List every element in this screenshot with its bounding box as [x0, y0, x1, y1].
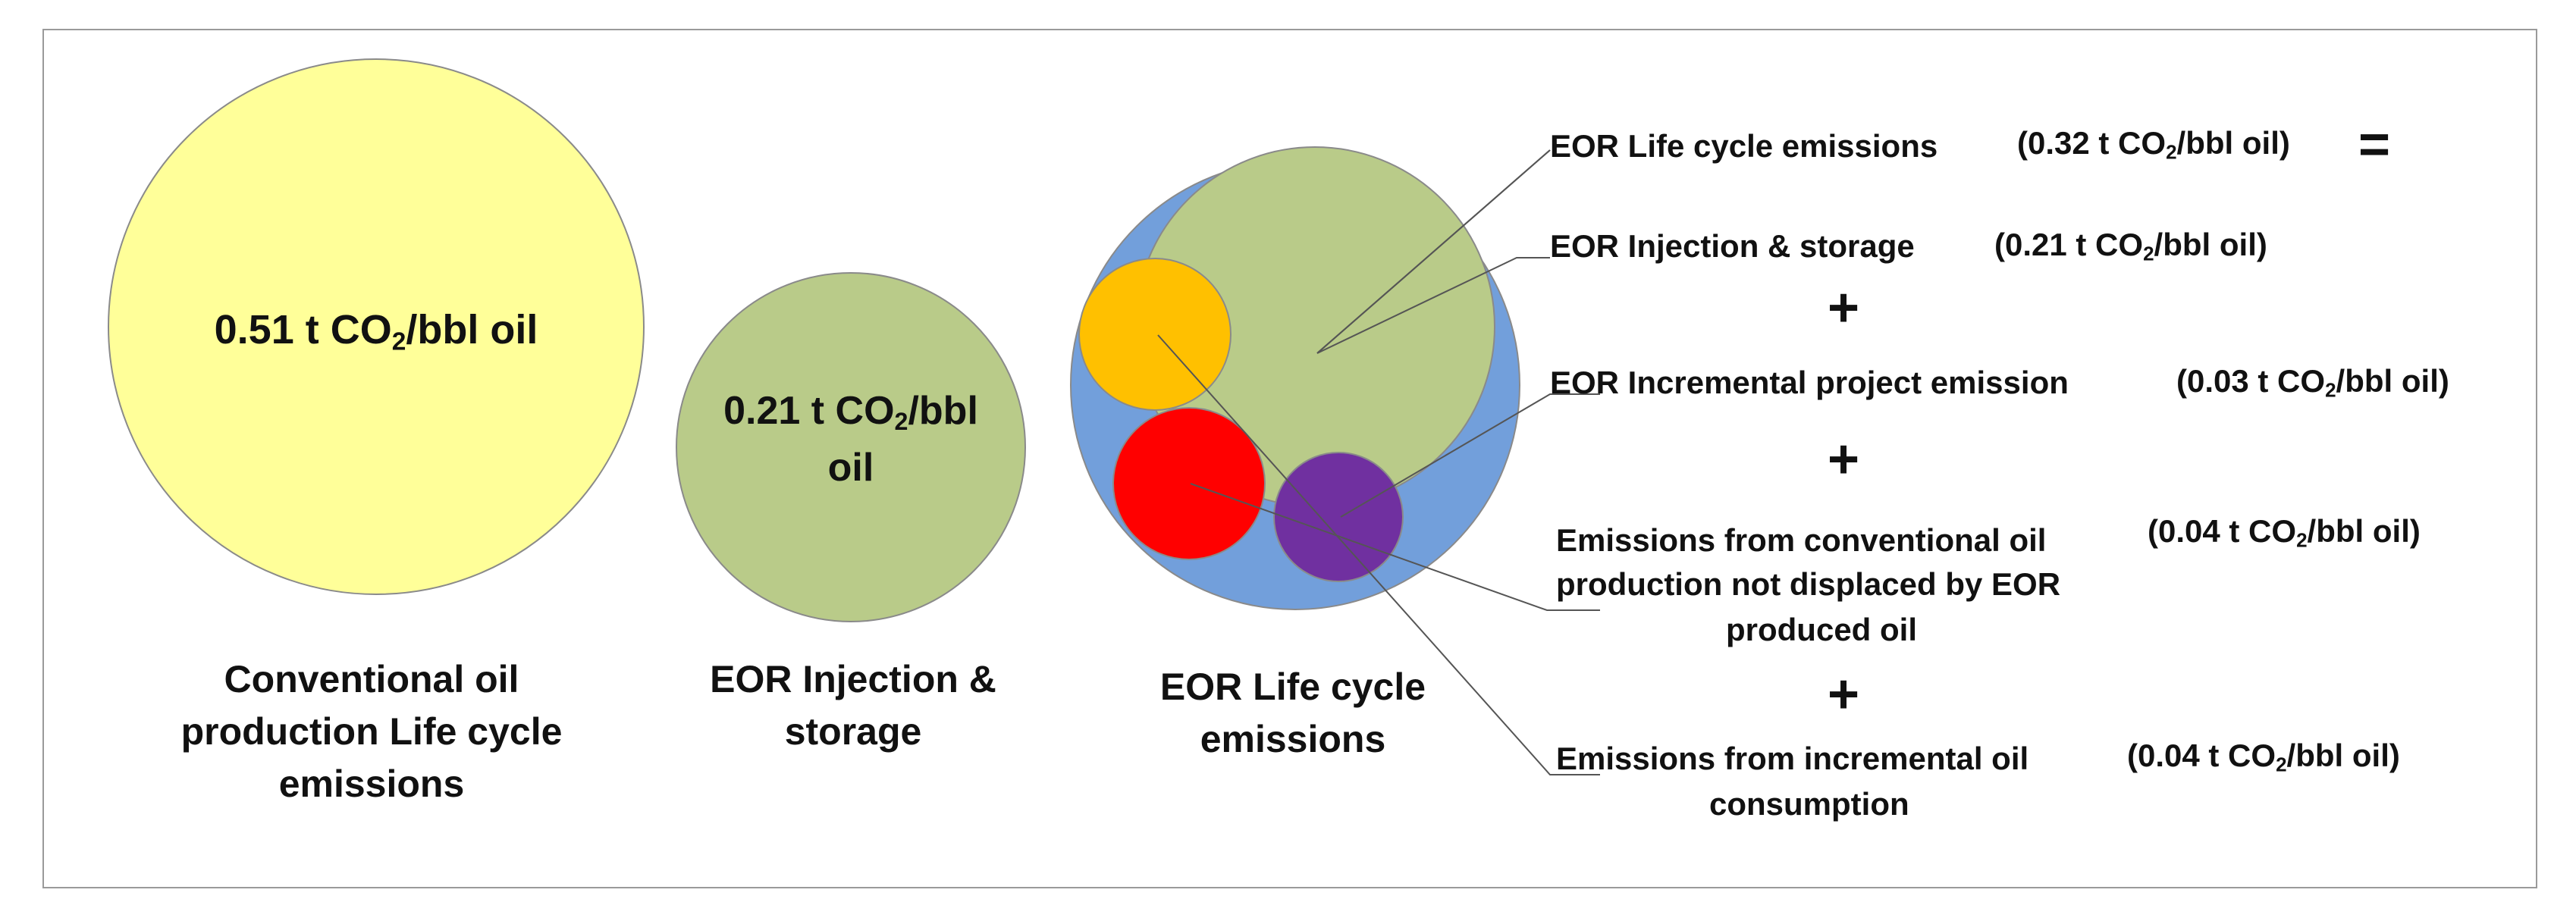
eq-row4-value: (0.04 t CO2/bbl oil): [2148, 513, 2421, 552]
lifecycle-incremental-project-circle: [1078, 258, 1232, 411]
eq-row3-name: EOR Incremental project emission: [1550, 365, 2069, 400]
eq-row4-line2: production not displaced by EOR: [1556, 566, 2061, 602]
eq-row4-line1: Emissions from conventional oil: [1556, 522, 2047, 558]
eq-row3-value: (0.03 t CO2/bbl oil): [2176, 363, 2449, 402]
figure-frame: [42, 29, 2537, 888]
lifecycle-incremental-consumption-circle: [1273, 452, 1404, 582]
conventional-label: Conventional oil production Life cycle e…: [180, 658, 563, 805]
conventional-value: 0.51 t CO: [214, 307, 392, 352]
eq-row1-value: (0.32 t CO2/bbl oil): [2017, 125, 2290, 164]
leader-line-not-displaced: [1190, 483, 1600, 611]
injection-value: 0.21 t CO: [723, 389, 895, 433]
injection-storage-circle: [676, 272, 1026, 622]
plus-sign-2: +: [1828, 429, 1860, 490]
injection-unit: /bbl: [908, 389, 978, 433]
eq-row5-line1: Emissions from incremental oil: [1556, 741, 2029, 776]
leader-line-incremental-project: [1340, 393, 1600, 518]
conventional-unit: /bbl oil: [406, 307, 538, 352]
eq-row2-value: (0.21 t CO2/bbl oil): [1994, 227, 2267, 265]
injection-label: EOR Injection & storage: [710, 658, 996, 753]
eq-row2-name: EOR Injection & storage: [1550, 228, 1915, 264]
plus-sign-1: +: [1828, 277, 1860, 338]
plus-sign-3: +: [1828, 664, 1860, 725]
eq-row5-line2: consumption: [1709, 786, 1909, 822]
leader-line-injection: [1316, 257, 1550, 354]
injection-unit-2: oil: [827, 446, 874, 490]
conventional-value-text: 0.51 t CO2/bbl oil: [214, 307, 538, 356]
eq-row5-value: (0.04 t CO2/bbl oil): [2127, 738, 2400, 776]
leader-line-storage: [1316, 149, 1551, 354]
leader-line-consumption: [1157, 334, 1600, 775]
injection-value-text: 0.21 t CO2/bbl oil: [723, 389, 978, 490]
eq-row4-line3: produced oil: [1726, 612, 1917, 647]
lifecycle-label: EOR Life cycle emissions: [1159, 666, 1426, 760]
conventional-emissions-circle: [108, 58, 645, 595]
eq-row1-name: EOR Life cycle emissions: [1550, 128, 1938, 164]
equals-sign: =: [2358, 114, 2391, 175]
lifecycle-not-displaced-circle: [1112, 407, 1266, 560]
